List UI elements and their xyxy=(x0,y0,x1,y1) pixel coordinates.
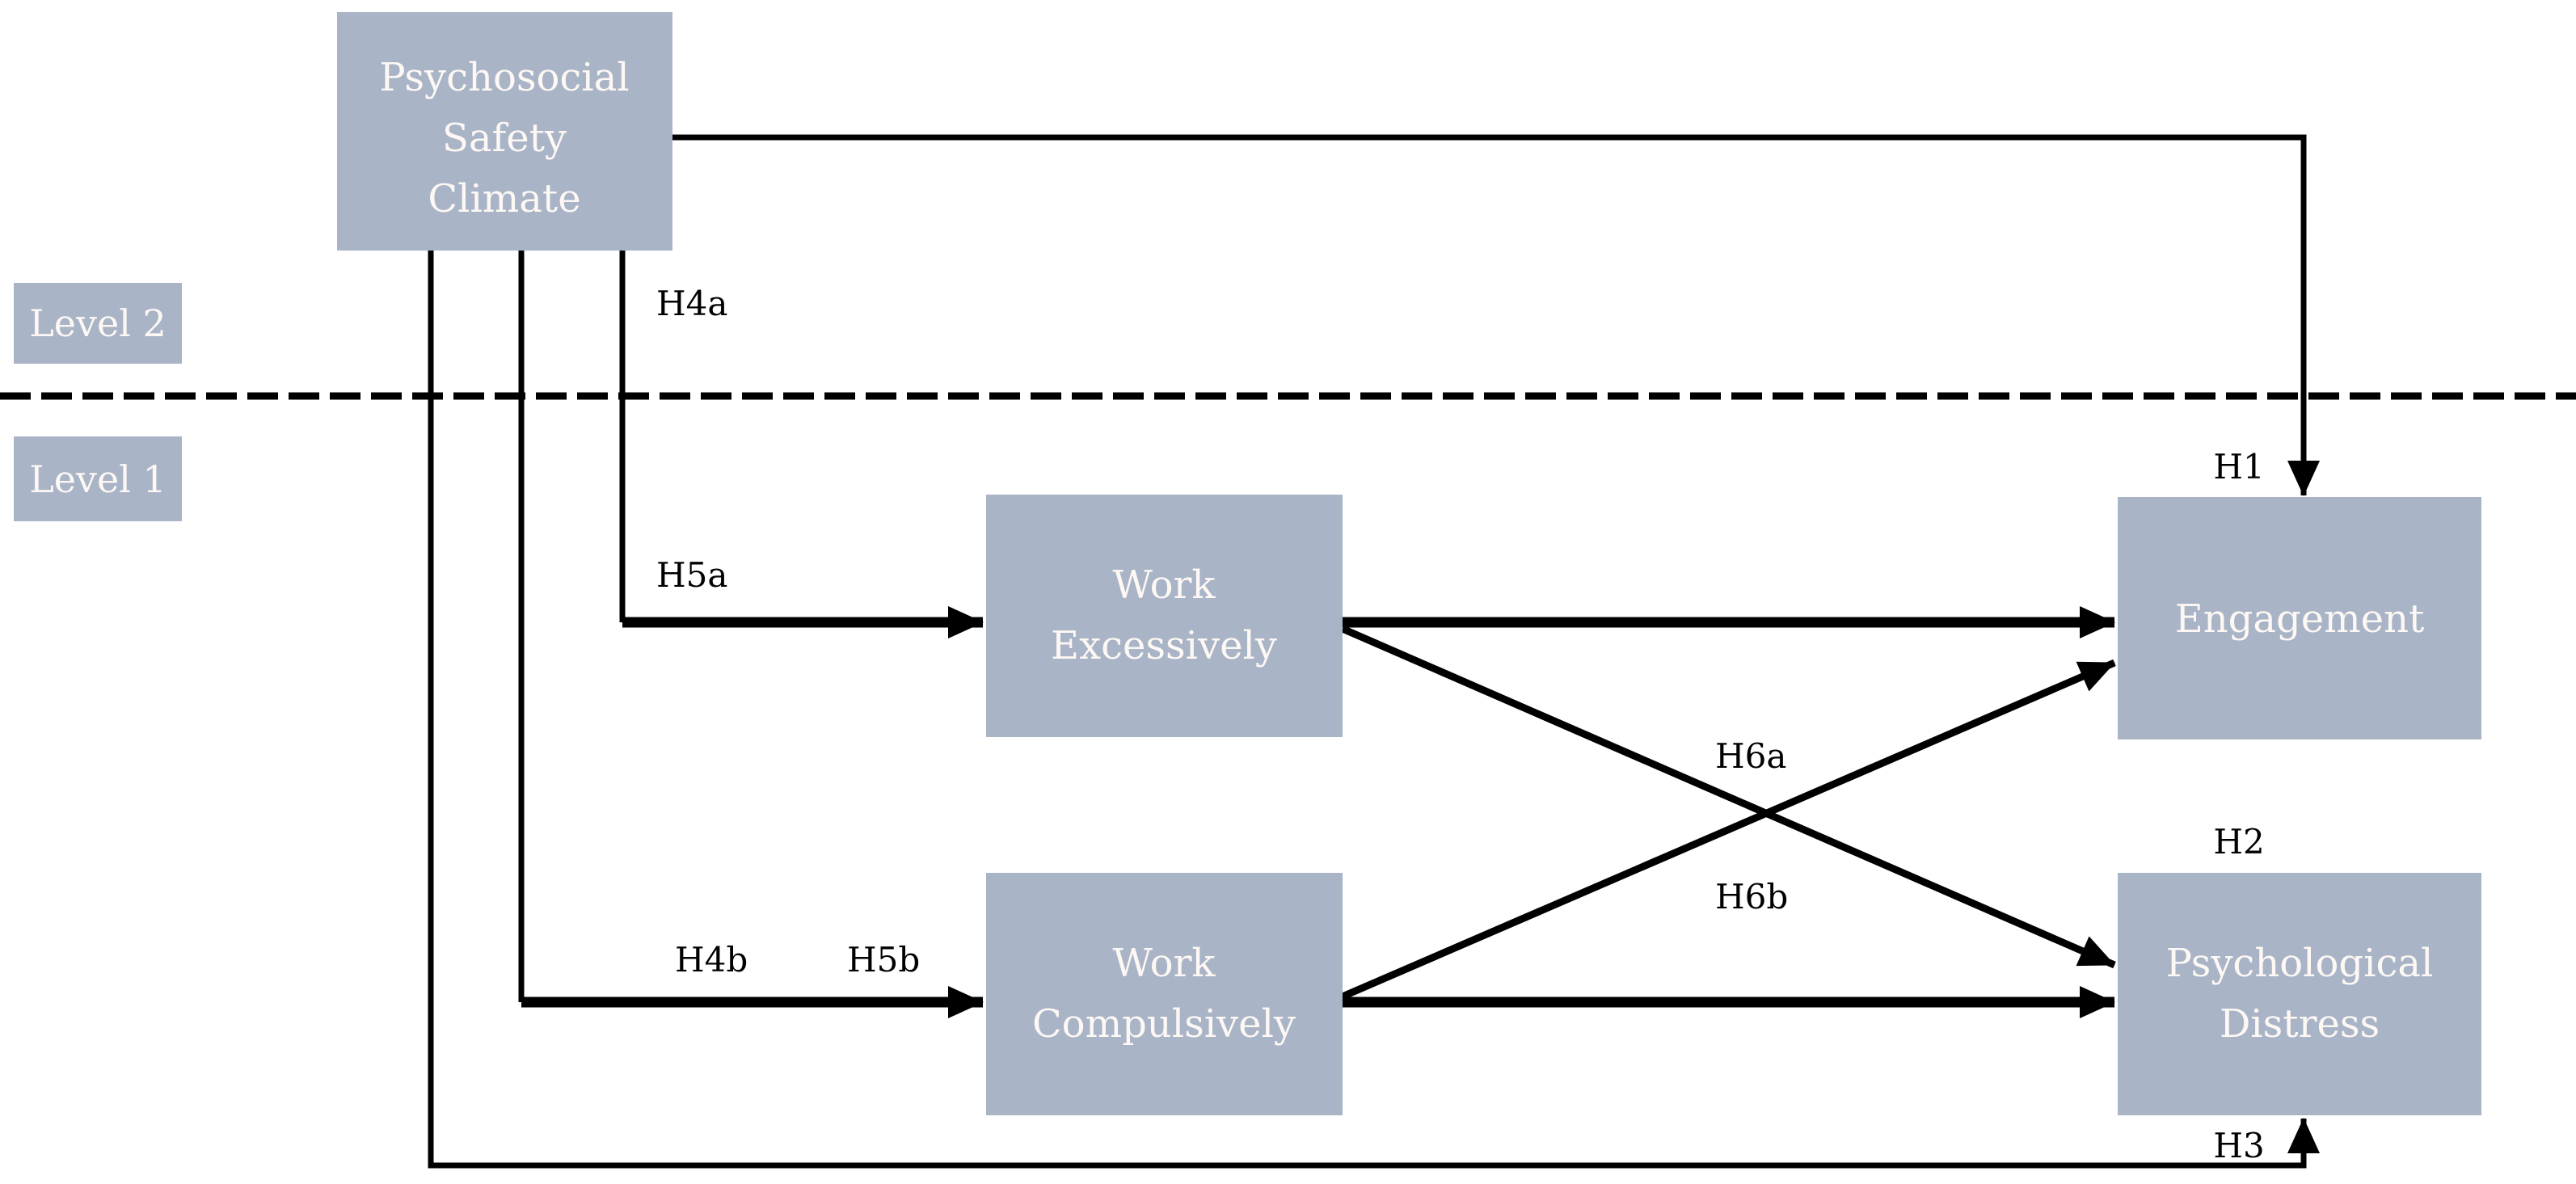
work-excessively-label-line2: Excessively xyxy=(1051,623,1277,668)
distress-label-line2: Distress xyxy=(2220,1001,2380,1047)
work-excessively-label-line1: Work xyxy=(1112,563,1216,608)
box-work-compulsively xyxy=(986,873,1343,1115)
label-h3: H3 xyxy=(2213,1126,2264,1165)
arrow-psc-to-distress-h3 xyxy=(428,251,2320,1169)
label-h5a: H5a xyxy=(656,555,727,595)
arrow-work-compulsively-to-engagement xyxy=(1341,659,2116,1001)
level2-badge xyxy=(14,283,182,364)
box-psychosocial-safety-climate xyxy=(337,12,672,251)
label-h4b: H4b xyxy=(675,940,748,980)
box-engagement xyxy=(2118,497,2481,739)
label-h6a: H6a xyxy=(1715,736,1786,776)
label-h5b: H5b xyxy=(847,940,920,980)
psc-label-line3: Climate xyxy=(428,176,580,221)
arrow-work-excessively-to-distress xyxy=(1341,625,2116,969)
engagement-label: Engagement xyxy=(2175,596,2425,642)
label-h6b: H6b xyxy=(1715,877,1788,916)
work-compulsively-label-line2: Compulsively xyxy=(1032,1001,1296,1047)
level2-label: Level 2 xyxy=(29,301,167,345)
label-h1: H1 xyxy=(2213,447,2264,487)
box-work-excessively xyxy=(986,495,1343,737)
box-psychological-distress xyxy=(2118,873,2481,1115)
label-h2: H2 xyxy=(2213,822,2264,862)
psc-label-line1: Psychosocial xyxy=(379,55,629,100)
psc-label-line2: Safety xyxy=(442,116,567,161)
level1-label: Level 1 xyxy=(29,457,167,501)
level1-badge xyxy=(14,436,182,521)
distress-label-line1: Psychological xyxy=(2166,941,2434,986)
label-h4a: H4a xyxy=(656,284,727,323)
work-compulsively-label-line1: Work xyxy=(1112,941,1216,986)
arrow-psc-to-engagement-h1 xyxy=(672,134,2320,496)
